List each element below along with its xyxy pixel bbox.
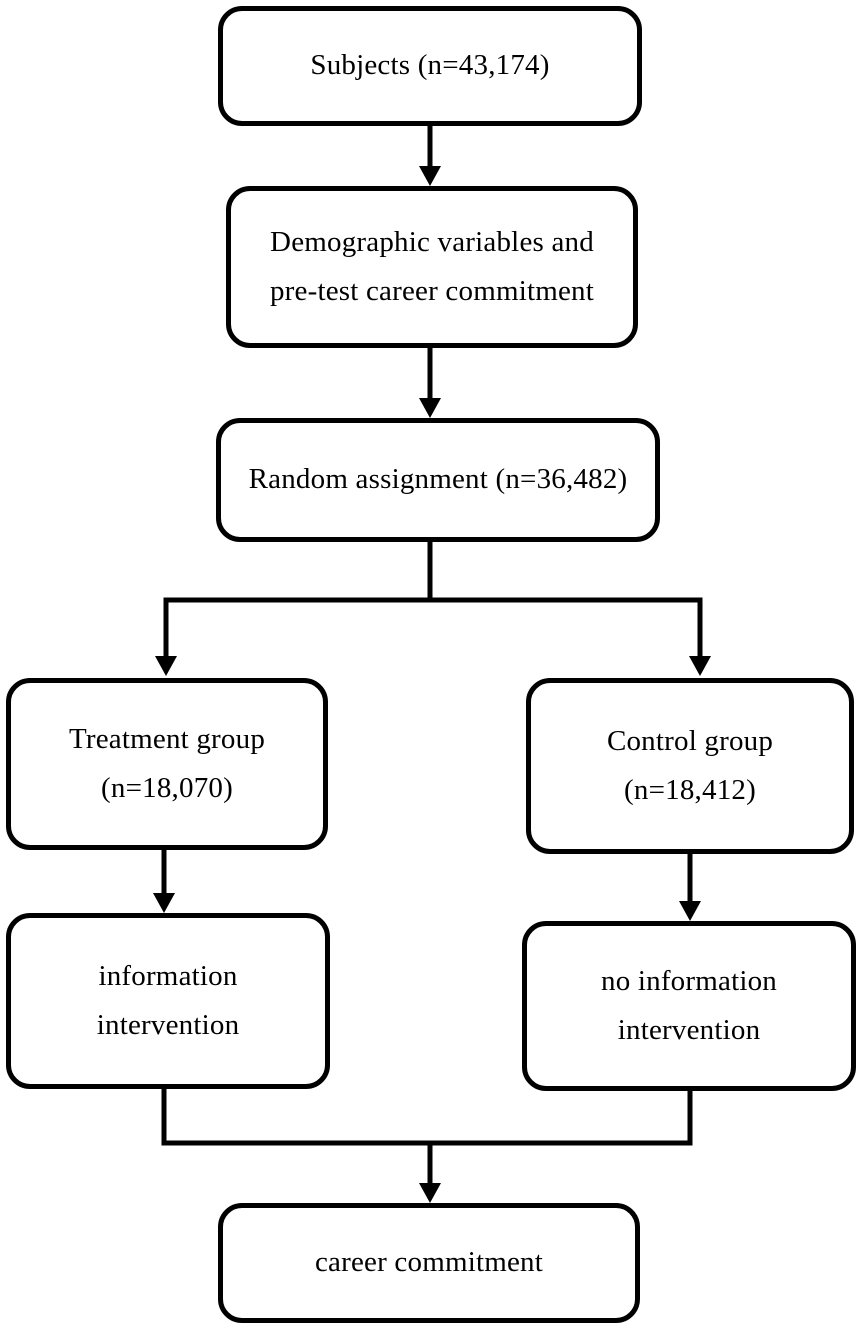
node-subjects-label: Subjects (n=43,174) [310, 49, 550, 82]
node-career-commitment-label: career commitment [314, 1246, 544, 1279]
connector-split-branches [163, 597, 703, 658]
arrowhead-outcome [419, 1183, 441, 1203]
node-career-commitment: career commitment [218, 1203, 640, 1323]
node-treatment-group: Treatment group (n=18,070) [6, 678, 328, 850]
node-random-assignment-label: Random assignment (n=36,482) [248, 463, 628, 496]
node-no-information-intervention: no information intervention [522, 921, 856, 1091]
arrowhead-randomization [419, 398, 441, 418]
node-random-assignment: Random assignment (n=36,482) [216, 418, 660, 542]
arrowhead-treatment-intervention [153, 893, 175, 913]
node-pretest: Demographic variables and pre-test caree… [226, 186, 638, 348]
node-no-information-intervention-label: no information intervention [601, 964, 777, 1046]
node-treatment-group-label: Treatment group (n=18,070) [68, 722, 266, 804]
node-information-intervention: information intervention [6, 913, 330, 1089]
node-information-intervention-label: information intervention [96, 959, 240, 1041]
connector-merge-branches [161, 1087, 693, 1146]
node-control-group: Control group (n=18,412) [526, 678, 854, 854]
node-control-group-label: Control group (n=18,412) [606, 724, 774, 806]
arrowhead-control [689, 656, 711, 676]
arrowhead-control-intervention [679, 901, 701, 921]
node-pretest-label: Demographic variables and pre-test caree… [269, 225, 595, 307]
arrowhead-treatment [155, 656, 177, 676]
arrowhead-pretest [419, 166, 441, 186]
node-subjects: Subjects (n=43,174) [218, 6, 642, 126]
